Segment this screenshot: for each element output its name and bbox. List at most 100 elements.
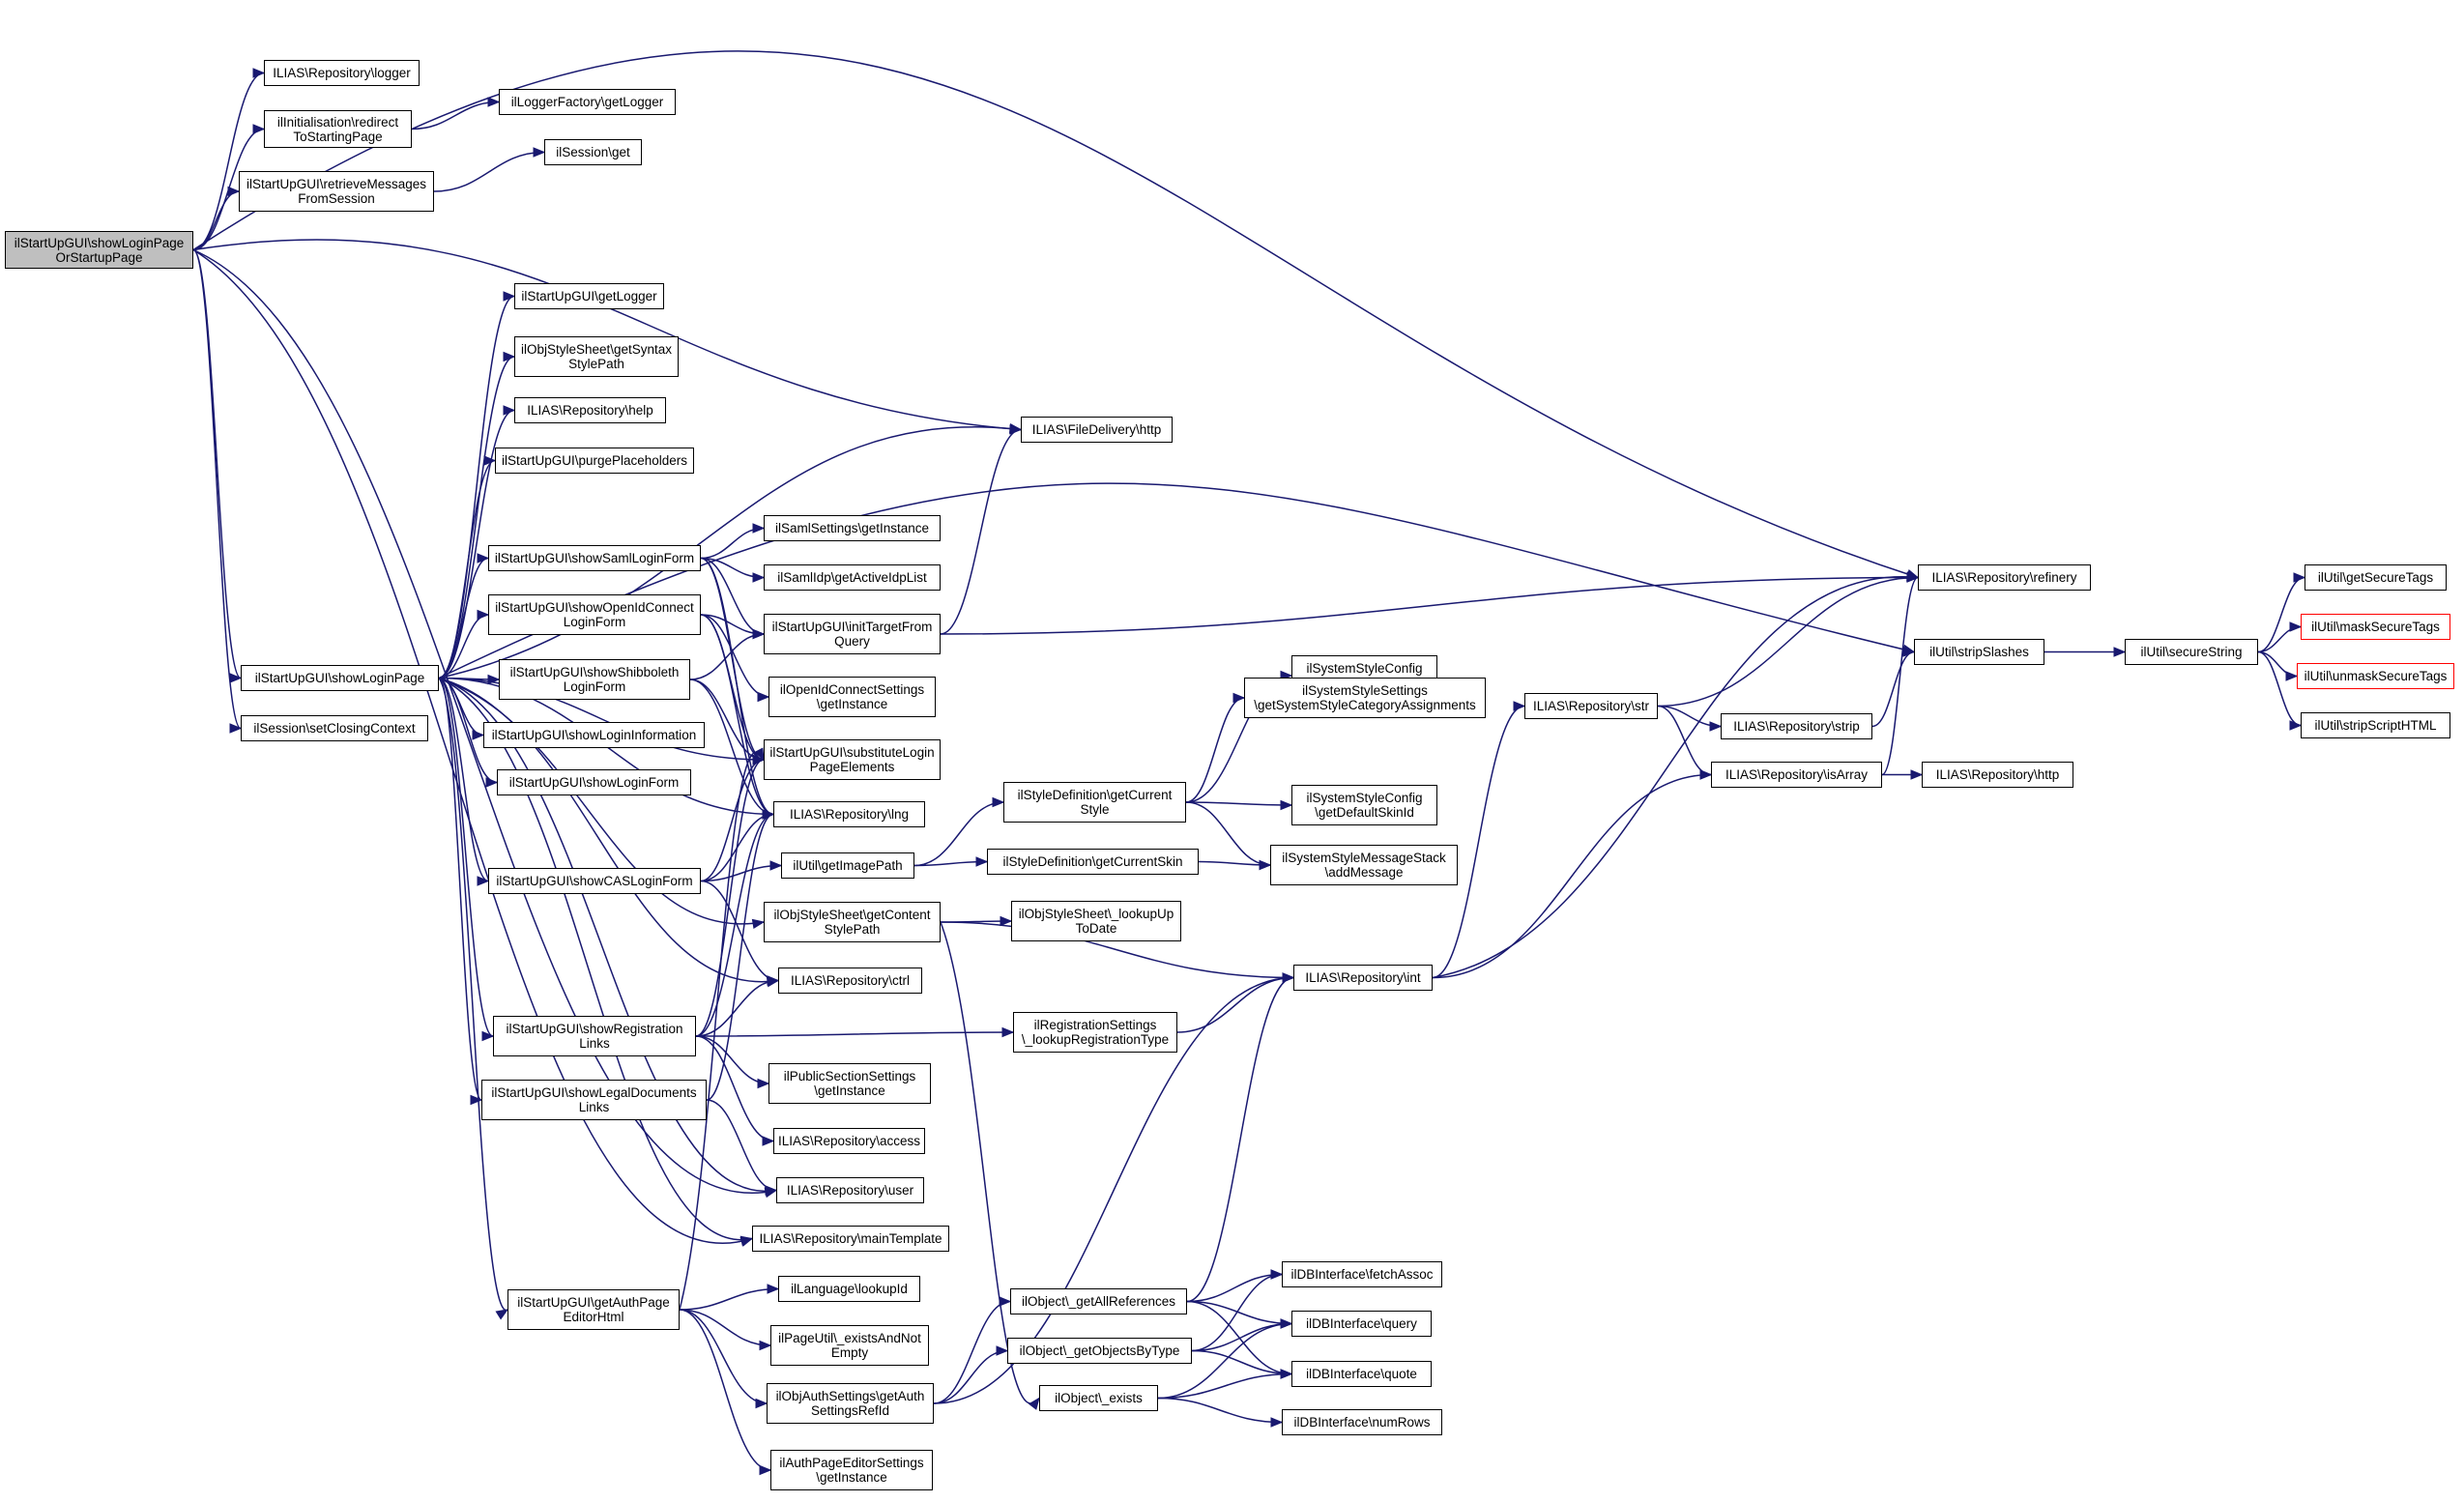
node-getSecureTags[interactable]: ilUtil\getSecureTags xyxy=(2305,564,2447,591)
arrowhead-showLogin-to-purge xyxy=(483,455,497,466)
edge-secureString-to-stripScript xyxy=(2257,650,2302,727)
edge-showLogin-to-purge xyxy=(438,459,496,679)
node-repoLogger[interactable]: ILIAS\Repository\logger xyxy=(264,60,420,86)
node-oidc[interactable]: ilStartUpGUI\showOpenIdConnect LoginForm xyxy=(488,594,701,635)
edge-authEditor-to-authRefId xyxy=(679,1309,768,1404)
arrowhead-showLogin-to-saml xyxy=(477,553,490,563)
node-closing[interactable]: ilSession\setClosingContext xyxy=(241,715,428,741)
arrowhead-root-to-retrieve xyxy=(227,186,241,197)
edge-regType-to-repoInt xyxy=(1176,976,1294,1033)
node-repoStr[interactable]: ILIAS\Repository\str xyxy=(1524,693,1658,719)
node-initTarget[interactable]: ilStartUpGUI\initTargetFrom Query xyxy=(764,614,941,654)
node-secureString[interactable]: ilUtil\secureString xyxy=(2125,639,2258,665)
node-repoInt[interactable]: ILIAS\Repository\int xyxy=(1293,965,1433,991)
node-contentStyle[interactable]: ilObjStyleSheet\getContent StylePath xyxy=(764,902,941,942)
node-unmaskTags[interactable]: ilUtil\unmaskSecureTags xyxy=(2297,663,2454,689)
edge-authEditor-to-pageExists xyxy=(679,1309,771,1346)
node-lookupUp[interactable]: ilObjStyleSheet\_lookupUp ToDate xyxy=(1011,901,1181,941)
arrowhead-contentStyle-to-objExists xyxy=(1028,1397,1040,1410)
arrowhead-root-to-closing xyxy=(229,723,243,734)
node-root[interactable]: ilStartUpGUI\showLoginPage OrStartupPage xyxy=(5,231,193,269)
node-fetchAssoc[interactable]: ilDBInterface\fetchAssoc xyxy=(1282,1261,1442,1287)
node-reg[interactable]: ilStartUpGUI\showRegistration Links xyxy=(493,1016,696,1056)
node-samlSettings[interactable]: ilSamlSettings\getInstance xyxy=(764,515,941,541)
node-allRefs[interactable]: ilObject\_getAllReferences xyxy=(1010,1288,1187,1314)
node-legal[interactable]: ilStartUpGUI\showLegalDocuments Links xyxy=(481,1080,707,1120)
node-loginForm[interactable]: ilStartUpGUI\showLoginForm xyxy=(497,769,691,795)
node-saml[interactable]: ilStartUpGUI\showSamlLoginForm xyxy=(488,545,701,571)
arrowhead-showLogin-to-authEditor xyxy=(495,1309,509,1320)
node-cas[interactable]: ilStartUpGUI\showCASLoginForm xyxy=(488,868,701,894)
arrowhead-showLogin-to-oidc xyxy=(477,609,490,621)
node-authEditorSettings[interactable]: ilAuthPageEditorSettings \getInstance xyxy=(770,1450,933,1490)
edge-imagePath-to-currentStyle xyxy=(913,801,1004,867)
edge-authEditor-to-subst xyxy=(679,751,765,1311)
arrowhead-repoStrip-to-stripSlashes xyxy=(1902,647,1916,657)
node-byType[interactable]: ilObject\_getObjectsByType xyxy=(1007,1338,1192,1364)
edge-contentStyle-to-repoInt xyxy=(940,921,1294,979)
arrowhead-authEditor-to-authEditorSettings xyxy=(759,1464,772,1476)
arrowhead-repoInt-to-repoStr xyxy=(1513,701,1526,711)
arrowhead-stripSlashes-to-secureString xyxy=(2113,647,2127,657)
node-currentStyle[interactable]: ilStyleDefinition\getCurrent Style xyxy=(1003,782,1186,823)
node-lookupId[interactable]: ilLanguage\lookupId xyxy=(778,1276,920,1302)
edge-secureString-to-getSecureTags xyxy=(2257,576,2305,653)
node-sessionGet[interactable]: ilSession\get xyxy=(544,139,642,165)
node-ctrl[interactable]: ILIAS\Repository\ctrl xyxy=(778,968,922,994)
edge-root-to-retrieve xyxy=(192,190,240,251)
edge-byType-to-fetchAssoc xyxy=(1191,1273,1283,1352)
node-query[interactable]: ilDBInterface\query xyxy=(1291,1311,1432,1337)
node-redirect[interactable]: ilInitialisation\redirect ToStartingPage xyxy=(264,110,412,148)
node-syntax[interactable]: ilObjStyleSheet\getSyntax StylePath xyxy=(514,336,679,377)
node-showLogin[interactable]: ilStartUpGUI\showLoginPage xyxy=(241,665,439,691)
node-shib[interactable]: ilStartUpGUI\showShibboleth LoginForm xyxy=(499,659,690,700)
arrowhead-redirect-to-loggerFactory xyxy=(487,97,501,107)
node-retrieve[interactable]: ilStartUpGUI\retrieveMessages FromSessio… xyxy=(239,171,434,212)
arrowhead-root-to-repoLogger xyxy=(252,68,266,78)
node-stripSlashes[interactable]: ilUtil\stripSlashes xyxy=(1914,639,2044,665)
node-subst[interactable]: ilStartUpGUI\substituteLogin PageElement… xyxy=(764,739,941,780)
edge-allRefs-to-repoInt xyxy=(1186,976,1294,1303)
node-quote[interactable]: ilDBInterface\quote xyxy=(1291,1361,1432,1387)
node-fdHttp[interactable]: ILIAS\FileDelivery\http xyxy=(1021,417,1173,443)
arrowhead-authEditor-to-lookupId xyxy=(767,1284,780,1294)
node-repoIsArray[interactable]: ILIAS\Repository\isArray xyxy=(1711,762,1882,788)
node-defSkinId[interactable]: ilSystemStyleConfig \getDefaultSkinId xyxy=(1291,785,1437,825)
node-samlIdp[interactable]: ilSamlIdp\getActiveIdpList xyxy=(764,564,941,591)
node-lng[interactable]: ILIAS\Repository\lng xyxy=(773,801,925,827)
node-loggerFactory[interactable]: ilLoggerFactory\getLogger xyxy=(499,89,676,115)
arrowhead-showLogin-to-cas xyxy=(477,876,490,886)
node-pageExists[interactable]: ilPageUtil\_existsAndNot Empty xyxy=(770,1325,929,1366)
edge-repoInt-to-repoStr xyxy=(1432,705,1525,979)
node-refinery[interactable]: ILIAS\Repository\refinery xyxy=(1918,564,2091,591)
node-catAssign[interactable]: ilSystemStyleSettings \getSystemStyleCat… xyxy=(1244,678,1486,718)
node-mainTpl[interactable]: ILIAS\Repository\mainTemplate xyxy=(752,1226,949,1252)
arrowhead-repoStr-to-repoStrip xyxy=(1709,721,1723,732)
node-imagePath[interactable]: ilUtil\getImagePath xyxy=(781,852,914,879)
node-currentSkin[interactable]: ilStyleDefinition\getCurrentSkin xyxy=(987,849,1199,875)
node-authEditor[interactable]: ilStartUpGUI\getAuthPage EditorHtml xyxy=(507,1289,680,1330)
node-getLogger[interactable]: ilStartUpGUI\getLogger xyxy=(514,283,664,309)
node-regType[interactable]: ilRegistrationSettings \_lookupRegistrat… xyxy=(1013,1012,1177,1053)
edge-authRefId-to-repoInt xyxy=(933,976,1294,1404)
arrowhead-reg-to-subst xyxy=(752,754,766,765)
node-repoHttp[interactable]: ILIAS\Repository\http xyxy=(1922,762,2073,788)
node-addMessage[interactable]: ilSystemStyleMessageStack \addMessage xyxy=(1270,845,1458,885)
edge-redirect-to-loggerFactory xyxy=(411,101,500,130)
node-access[interactable]: ILIAS\Repository\access xyxy=(773,1128,925,1154)
node-help[interactable]: ILIAS\Repository\help xyxy=(514,397,666,423)
node-publicSection[interactable]: ilPublicSectionSettings \getInstance xyxy=(768,1063,931,1104)
node-purge[interactable]: ilStartUpGUI\purgePlaceholders xyxy=(495,448,694,474)
edge-authEditor-to-lookupId xyxy=(679,1287,779,1311)
node-loginInfo[interactable]: ilStartUpGUI\showLoginInformation xyxy=(483,722,705,748)
node-repoStrip[interactable]: ILIAS\Repository\strip xyxy=(1721,713,1872,739)
node-numRows[interactable]: ilDBInterface\numRows xyxy=(1282,1409,1442,1435)
edge-shib-to-lng xyxy=(689,679,774,816)
node-user[interactable]: ILIAS\Repository\user xyxy=(776,1177,924,1203)
node-objExists[interactable]: ilObject\_exists xyxy=(1039,1385,1158,1411)
node-stripScript[interactable]: ilUtil\stripScriptHTML xyxy=(2301,712,2450,738)
node-maskTags[interactable]: ilUtil\maskSecureTags xyxy=(2301,614,2450,640)
node-authRefId[interactable]: ilObjAuthSettings\getAuth SettingsRefId xyxy=(767,1383,934,1424)
arrowhead-currentStyle-to-defSkinId xyxy=(1280,799,1293,811)
node-oidcSettings[interactable]: ilOpenIdConnectSettings \getInstance xyxy=(768,677,936,717)
